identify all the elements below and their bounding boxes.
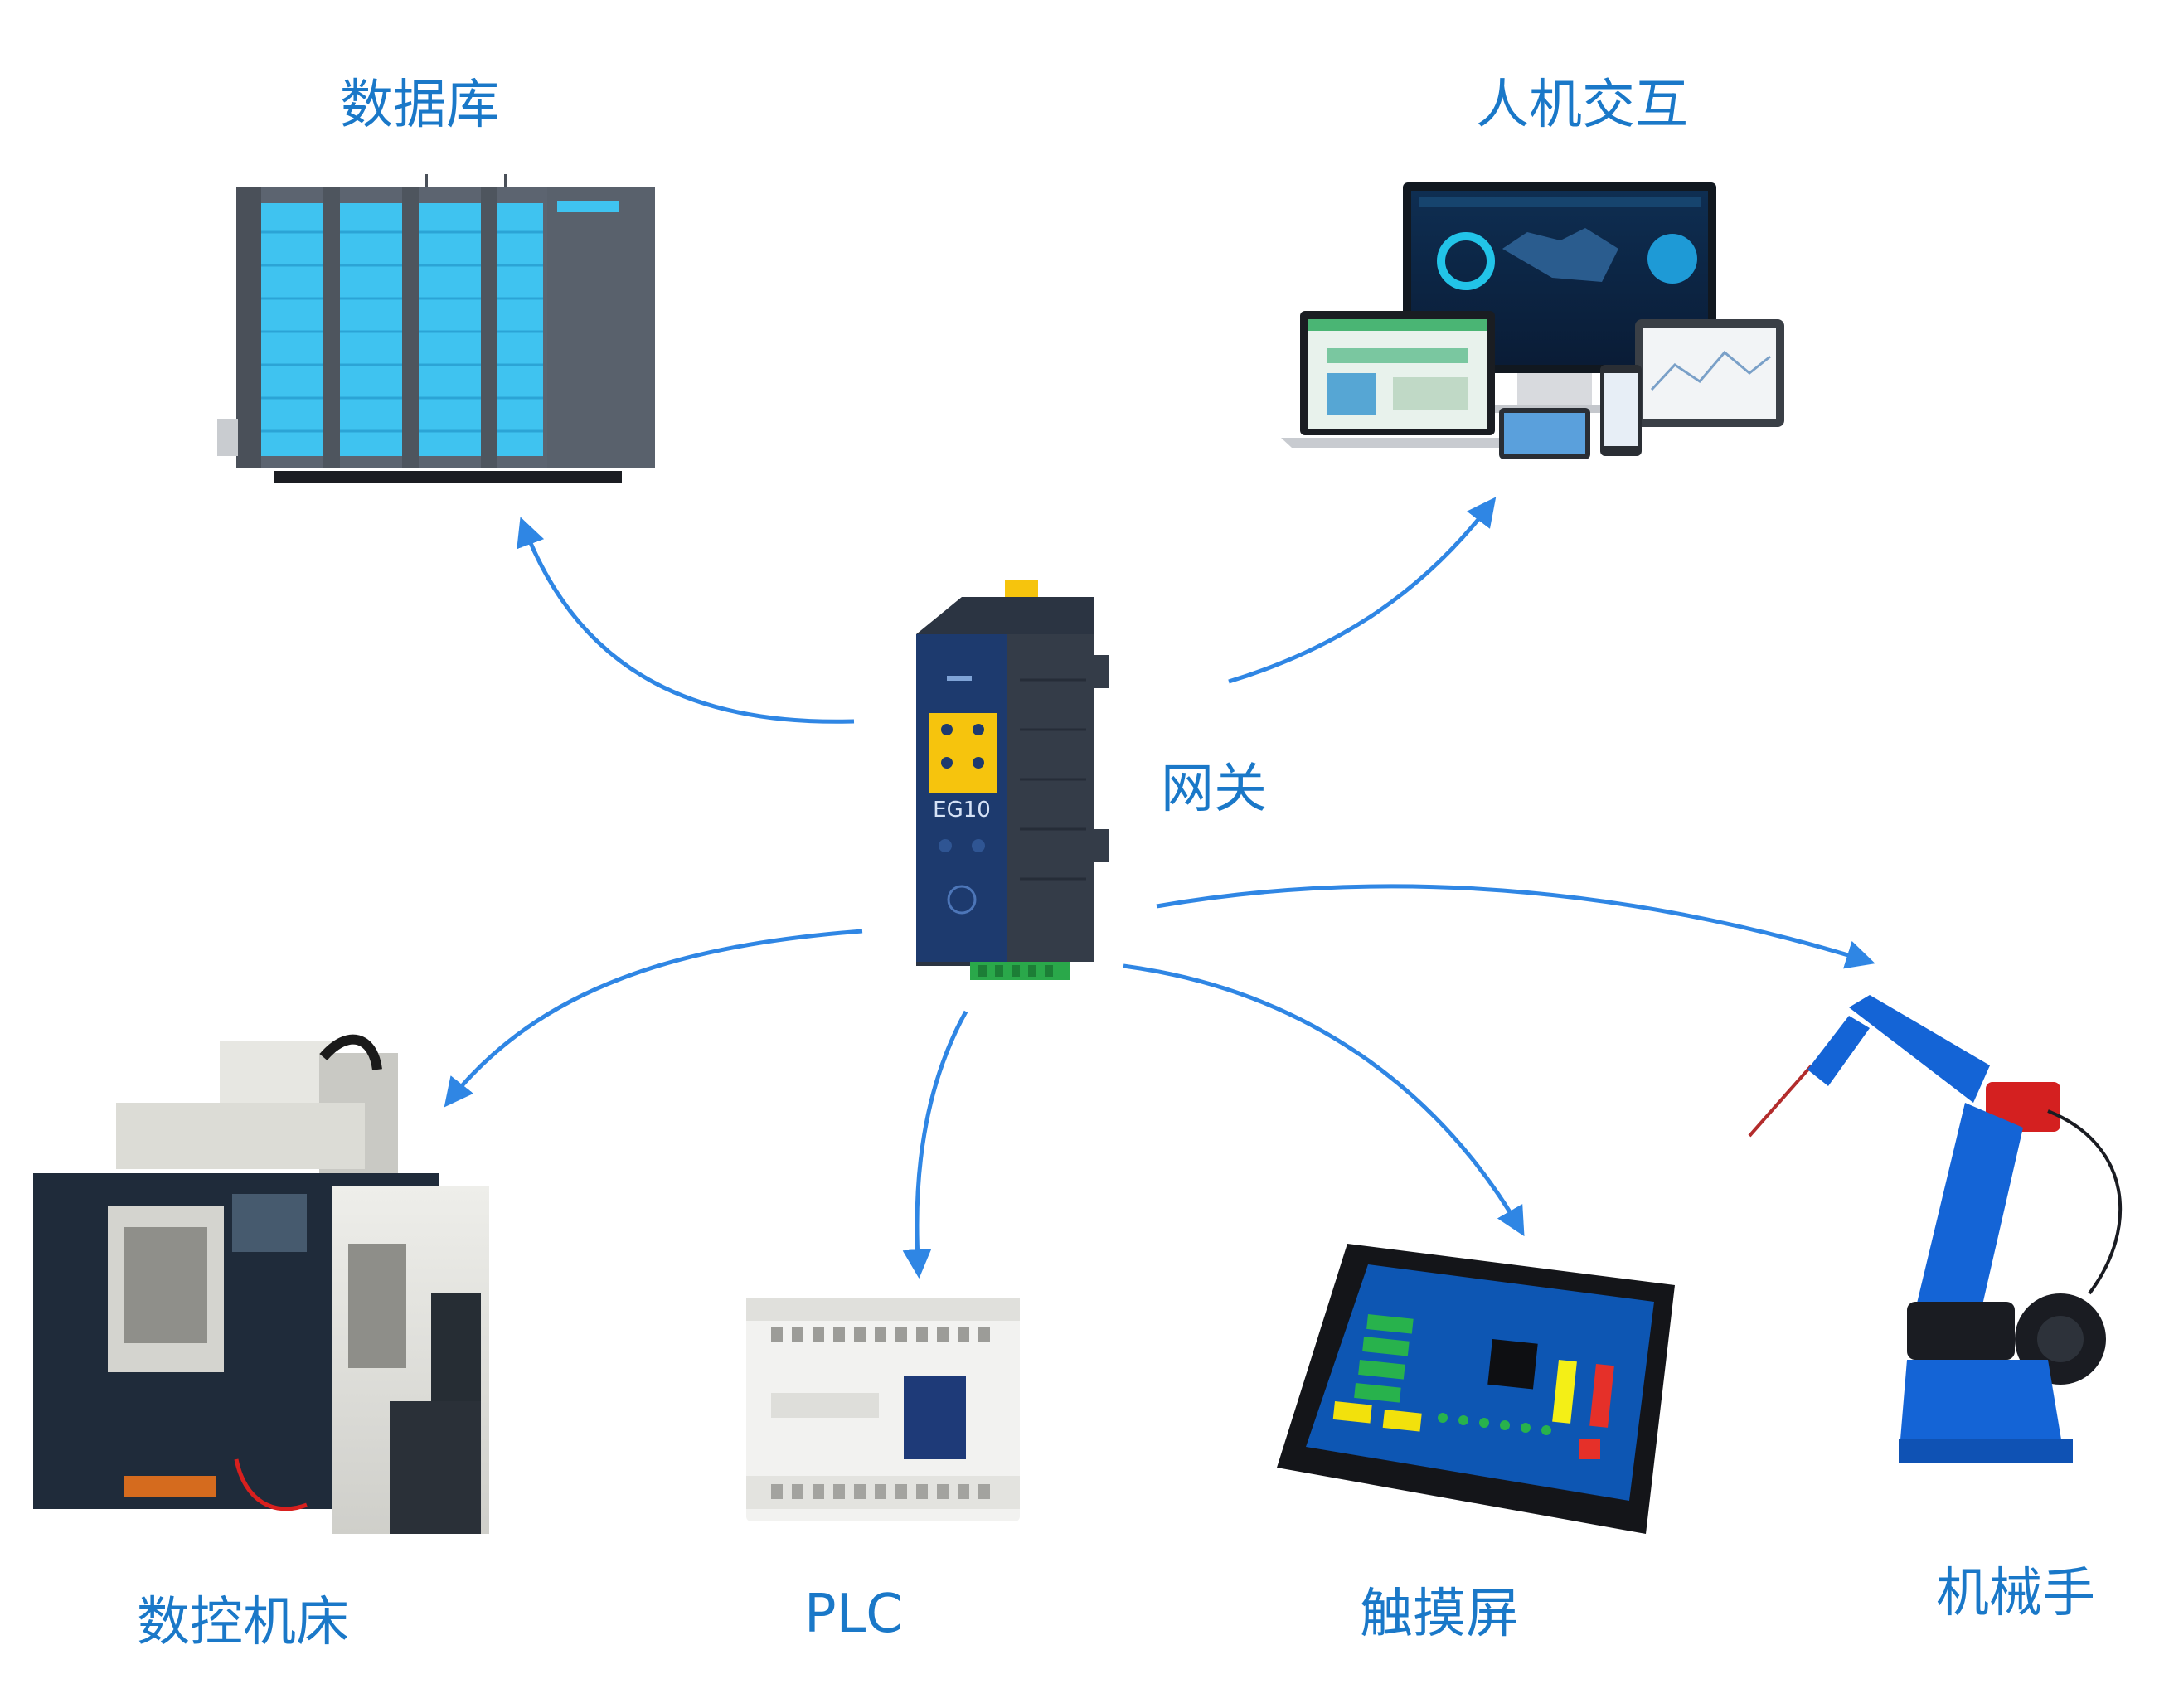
multi-screen-dashboard-icon [1281, 182, 1784, 459]
server-rack-icon [217, 174, 655, 483]
label-hmi: 人机交互 [1476, 75, 1688, 136]
label-touchscreen: 触摸屏 [1360, 1584, 1519, 1645]
label-gateway: 网关 [1161, 759, 1267, 820]
arrow-to-cnc [444, 929, 863, 1108]
plc-controller-icon [746, 1298, 1020, 1521]
arrow-to-robot-arm [1156, 884, 1875, 969]
label-robot-arm: 机械手 [1936, 1563, 2095, 1624]
arrow-to-plc [902, 1010, 968, 1279]
cnc-machine-icon [33, 1034, 489, 1534]
arrow-to-hmi [1228, 497, 1497, 684]
label-cnc: 数控机床 [137, 1592, 349, 1653]
industrial-gateway-icon: EG10 [916, 580, 1109, 980]
label-plc: PLC [804, 1584, 903, 1645]
arrow-to-touchscreen [1123, 963, 1525, 1237]
tablet-touchscreen-icon [1277, 1244, 1675, 1534]
gateway-model-text: EG10 [933, 798, 991, 822]
robot-arm-icon [1748, 995, 2123, 1463]
connection-arrows [444, 497, 1875, 1279]
arrow-to-database [517, 517, 855, 724]
label-database: 数据库 [340, 75, 499, 136]
